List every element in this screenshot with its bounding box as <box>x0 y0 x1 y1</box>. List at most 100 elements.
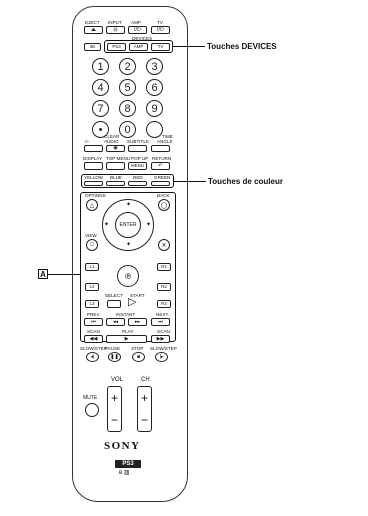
scan-back-button[interactable]: ◀◀ <box>84 335 103 343</box>
dpad-ring <box>102 199 154 251</box>
return-button[interactable]: ↶ <box>151 162 170 170</box>
power-icon: I/⏻ <box>134 26 141 33</box>
display-label: DISPLAY <box>83 156 103 161</box>
device-tv-button[interactable]: TV <box>151 43 170 51</box>
slow-back-label: SLOW/STEP <box>80 346 107 351</box>
top-menu-button[interactable] <box>106 162 125 170</box>
dpad-left-button[interactable]: ✦ <box>104 222 110 228</box>
next-label: NEXT <box>156 312 169 317</box>
popup-menu-button[interactable]: MENU <box>128 162 147 170</box>
volume-rocker[interactable]: + − <box>107 386 122 432</box>
r3-button[interactable]: R3 <box>157 300 171 308</box>
display-button[interactable] <box>84 162 103 170</box>
tv-power-button[interactable]: I/⏻ <box>151 26 170 34</box>
dpad-down-button[interactable]: ✦ <box>126 242 132 248</box>
input-button[interactable]: ⊟ <box>106 26 125 34</box>
pause-icon: ❚❚ <box>110 353 119 360</box>
red-button[interactable] <box>128 181 147 186</box>
number-button-4[interactable]: 4 <box>92 79 109 96</box>
audio-button[interactable]: ◉ <box>106 145 125 152</box>
r2-button[interactable]: R2 <box>157 283 171 291</box>
ps-button[interactable]: ℗ <box>117 265 139 287</box>
select-label: SELECT <box>105 293 123 298</box>
3d-button[interactable]: 3D <box>84 43 101 51</box>
l1-button[interactable]: L1 <box>85 263 99 271</box>
yellow-button[interactable] <box>84 181 103 186</box>
bluetooth-icon: ʙ ▥ <box>119 470 130 476</box>
colors-callout: Touches de couleur <box>208 177 283 186</box>
volume-down-icon: − <box>110 413 118 427</box>
vol-label: VOL <box>111 377 124 383</box>
volume-up-icon: + <box>110 391 118 405</box>
blank-button[interactable] <box>146 121 163 138</box>
enter-button[interactable]: ENTER <box>115 212 141 238</box>
cross-icon: ✕ <box>161 242 167 249</box>
next-button[interactable]: ⏭ <box>151 318 170 326</box>
circle-icon: ◯ <box>160 202 168 209</box>
r1-button[interactable]: R1 <box>157 263 171 271</box>
device-ps3-button[interactable]: PS3 <box>107 43 126 51</box>
minus-label: -/-- <box>84 139 90 144</box>
instant-back-button[interactable]: ◂◂ <box>106 318 125 326</box>
device-amp-button[interactable]: AMP <box>129 43 148 51</box>
group-a-callout-line <box>48 274 80 275</box>
scan-forward-button[interactable]: ▶▶ <box>151 335 170 343</box>
red-label: RED <box>133 175 143 180</box>
play-button[interactable]: ▶ <box>106 335 147 343</box>
subtitle-button[interactable] <box>128 145 147 152</box>
number-button-7[interactable]: 7 <box>92 100 109 117</box>
back-label: BACK <box>157 193 170 198</box>
instant-label: INSTANT <box>116 312 136 317</box>
green-button[interactable] <box>151 181 170 186</box>
cross-button[interactable]: ✕ <box>158 239 170 251</box>
instant-forward-button[interactable]: ▸▸ <box>128 318 147 326</box>
stop-button[interactable]: ■ <box>132 352 145 362</box>
circle-button[interactable]: ◯ <box>158 199 170 211</box>
audio-label: AUDIO <box>104 139 119 144</box>
view-label: VIEW <box>85 233 97 238</box>
square-button[interactable]: □ <box>86 239 98 251</box>
number-button-8[interactable]: 8 <box>119 100 136 117</box>
amp-power-button[interactable]: I/⏻ <box>128 26 147 34</box>
yellow-label: YELLOW <box>84 175 104 180</box>
dpad-right-button[interactable]: ✦ <box>146 222 152 228</box>
select-button[interactable] <box>107 300 121 308</box>
slow-back-button[interactable]: ◂| <box>86 352 99 362</box>
channel-up-icon: + <box>140 391 148 405</box>
channel-rocker[interactable]: + − <box>137 386 152 432</box>
audio-icon: ◉ <box>113 145 118 151</box>
l2-button[interactable]: L2 <box>85 283 99 291</box>
minus-button[interactable] <box>84 145 103 152</box>
devices-callout-line <box>173 46 205 47</box>
l3-button[interactable]: L3 <box>85 300 99 308</box>
options-label: OPTIONS <box>85 193 106 198</box>
number-button-3[interactable]: 3 <box>146 58 163 75</box>
number-button-2[interactable]: 2 <box>119 58 136 75</box>
pause-button[interactable]: ❚❚ <box>108 352 121 362</box>
power-icon: I/⏻ <box>157 26 164 33</box>
prev-button[interactable]: ⏮ <box>84 318 103 326</box>
mute-label: MUTE <box>83 395 98 401</box>
number-button-5[interactable]: 5 <box>119 79 136 96</box>
play-icon: ▶ <box>124 335 129 342</box>
dpad-up-button[interactable]: ✦ <box>126 202 132 208</box>
triangle-icon: △ <box>89 202 95 209</box>
prev-label: PREV <box>87 312 100 317</box>
number-button-0[interactable]: 0 <box>119 121 136 138</box>
triangle-button[interactable]: △ <box>86 199 98 211</box>
input-icon: ⊟ <box>113 26 118 33</box>
slow-forward-button[interactable]: |▸ <box>155 352 168 362</box>
stop-label: STOP <box>131 346 144 351</box>
return-icon: ↶ <box>158 162 163 169</box>
dot-button[interactable]: • <box>92 121 109 138</box>
eject-button[interactable]: ⏏ <box>84 26 103 34</box>
number-button-1[interactable]: 1 <box>92 58 109 75</box>
start-button[interactable]: ▷ <box>128 296 137 308</box>
blue-button[interactable] <box>106 181 125 186</box>
number-button-9[interactable]: 9 <box>146 100 163 117</box>
play-label: PLAY <box>122 329 134 334</box>
start-label: START <box>130 293 145 298</box>
number-button-6[interactable]: 6 <box>146 79 163 96</box>
mute-button[interactable] <box>85 403 99 417</box>
angle-button[interactable] <box>151 145 170 152</box>
